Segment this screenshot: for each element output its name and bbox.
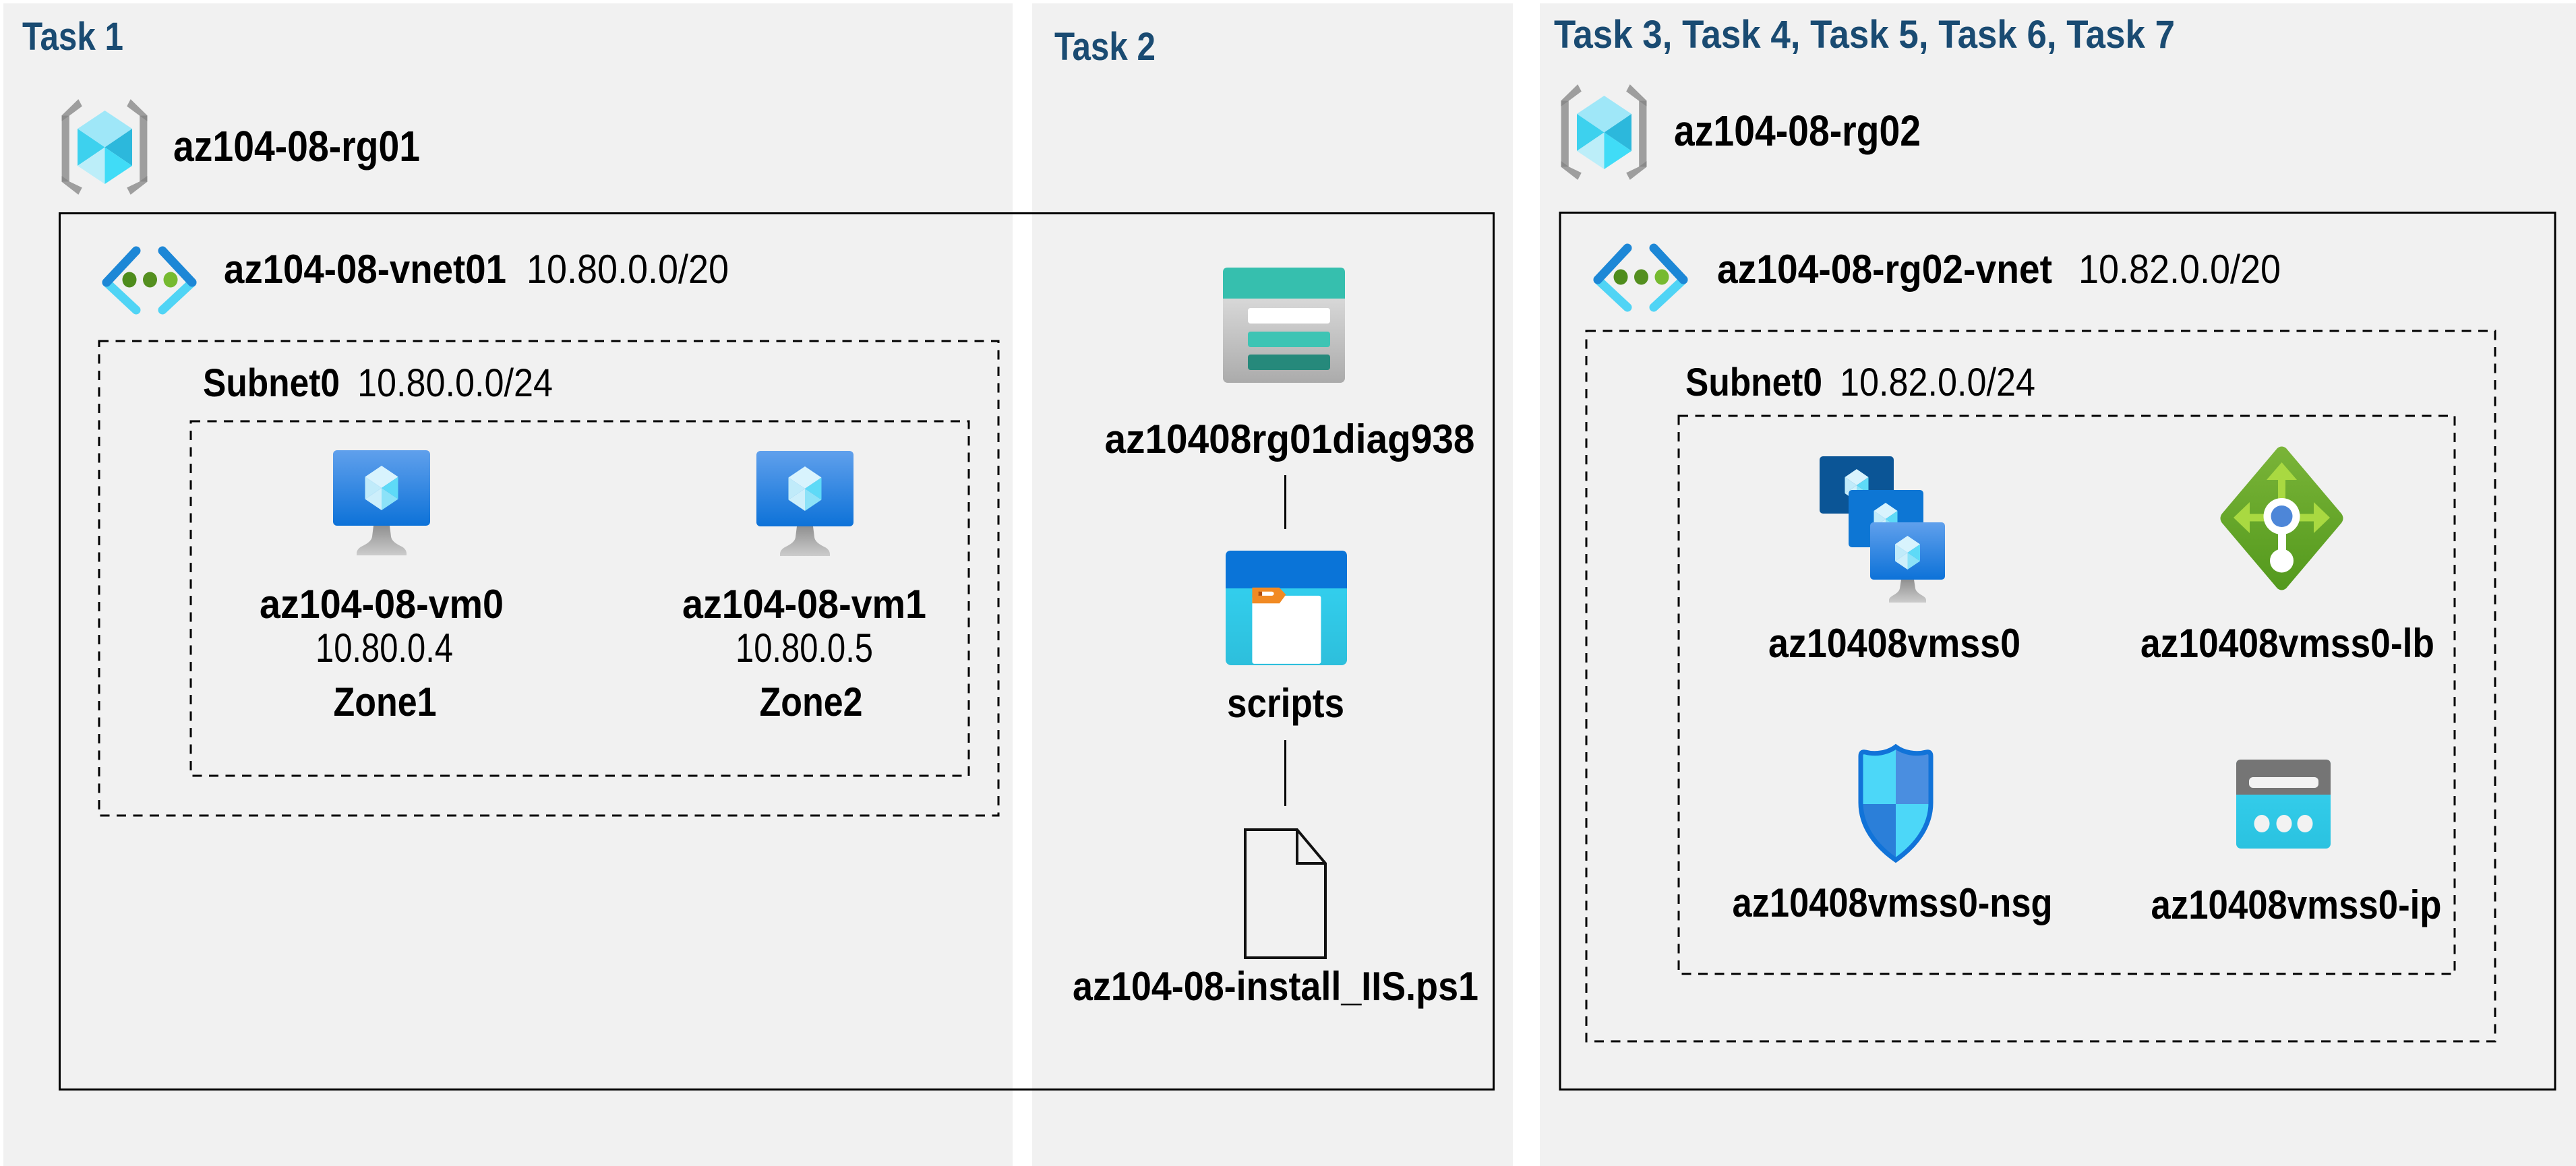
svg-text:10.80.0.4: 10.80.0.4 bbox=[316, 625, 453, 671]
svg-text:az104-08-rg02-vnet: az104-08-rg02-vnet bbox=[1717, 247, 2052, 292]
svg-text:az10408vmss0-lb: az10408vmss0-lb bbox=[2140, 621, 2434, 666]
svg-text:az104-08-vm0: az104-08-vm0 bbox=[260, 582, 504, 627]
svg-text:az10408vmss0-nsg: az10408vmss0-nsg bbox=[1733, 880, 2053, 925]
svg-text:az104-08-rg02: az104-08-rg02 bbox=[1674, 106, 1921, 155]
svg-text:az104-08-vm1: az104-08-vm1 bbox=[682, 582, 926, 627]
svg-text:Task 3, Task 4, Task 5, Task 6: Task 3, Task 4, Task 5, Task 6, Task 7 bbox=[1554, 13, 2175, 57]
svg-text:Zone2: Zone2 bbox=[760, 679, 863, 725]
svg-text:Task 2: Task 2 bbox=[1054, 25, 1156, 69]
svg-text:10.82.0.0/24: 10.82.0.0/24 bbox=[1840, 361, 2035, 404]
svg-text:az10408vmss0-ip: az10408vmss0-ip bbox=[2151, 882, 2442, 927]
svg-text:10.82.0.0/20: 10.82.0.0/20 bbox=[2078, 247, 2281, 292]
svg-text:az104-08-install_IIS.ps1: az104-08-install_IIS.ps1 bbox=[1073, 964, 1478, 1009]
svg-text:10.80.0.5: 10.80.0.5 bbox=[736, 625, 873, 671]
svg-text:Subnet0: Subnet0 bbox=[1685, 361, 1822, 404]
svg-text:Task 1: Task 1 bbox=[22, 15, 123, 59]
svg-text:az10408rg01diag938: az10408rg01diag938 bbox=[1105, 417, 1475, 462]
svg-text:scripts: scripts bbox=[1227, 681, 1344, 726]
svg-text:Subnet0: Subnet0 bbox=[203, 361, 340, 405]
svg-text:az104-08-vnet01: az104-08-vnet01 bbox=[224, 247, 506, 292]
svg-text:az104-08-rg01: az104-08-rg01 bbox=[173, 122, 420, 171]
svg-text:10.80.0.0/24: 10.80.0.0/24 bbox=[357, 361, 553, 405]
svg-text:10.80.0.0/20: 10.80.0.0/20 bbox=[527, 247, 729, 292]
svg-text:Zone1: Zone1 bbox=[334, 679, 437, 725]
svg-text:az10408vmss0: az10408vmss0 bbox=[1768, 621, 2020, 666]
